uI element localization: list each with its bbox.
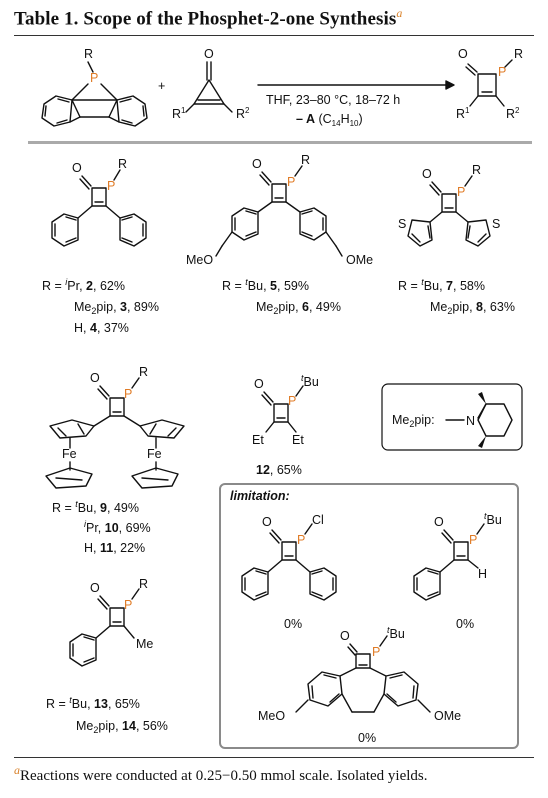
me2pip-legend-box: Me2pip: N bbox=[381, 383, 523, 451]
yield-10: iPr, 10, 69% bbox=[84, 519, 151, 535]
me2pip-label: Me2pip: bbox=[392, 413, 435, 429]
svg-text:S: S bbox=[492, 217, 500, 231]
compound-diethyl: O P tBu Et Et bbox=[252, 373, 319, 447]
svg-text:P: P bbox=[469, 533, 477, 547]
svg-text:O: O bbox=[90, 371, 100, 385]
reagent-r-label: R bbox=[84, 47, 93, 61]
yield-4: H, 4, 37% bbox=[74, 321, 129, 335]
svg-text:MeO: MeO bbox=[186, 253, 213, 267]
svg-text:Fe: Fe bbox=[62, 447, 77, 461]
svg-text:P: P bbox=[287, 175, 295, 189]
svg-text:O: O bbox=[434, 515, 444, 529]
yield-11: H, 11, 22% bbox=[84, 541, 145, 555]
reagent-cyclopropenone: O R1 R2 bbox=[172, 47, 250, 121]
svg-text:P: P bbox=[457, 185, 465, 199]
compound-thienyl: O P R S S bbox=[398, 163, 500, 247]
svg-text:H: H bbox=[478, 567, 487, 581]
svg-text:R2: R2 bbox=[236, 106, 250, 121]
limitation-box: limitation: O P Cl O P tBu H 0% 0% O P bbox=[219, 483, 519, 749]
plus-sign: + bbox=[158, 79, 165, 93]
svg-text:P: P bbox=[372, 645, 380, 659]
svg-text:tBu: tBu bbox=[301, 373, 319, 389]
svg-text:O: O bbox=[340, 629, 350, 643]
svg-text:O: O bbox=[262, 515, 272, 529]
svg-text:O: O bbox=[90, 581, 100, 595]
svg-text:P: P bbox=[288, 394, 296, 408]
svg-text:tBu: tBu bbox=[484, 511, 502, 527]
svg-text:P: P bbox=[124, 387, 132, 401]
limitation-yield-3: 0% bbox=[358, 731, 376, 745]
limitation-yield-2: 0% bbox=[456, 617, 474, 631]
svg-text:Me: Me bbox=[136, 637, 153, 651]
reagent-anthracene-phosphinidene: R P bbox=[41, 47, 148, 127]
compound-diphenyl: O P R bbox=[51, 157, 147, 247]
limitation-label: limitation: bbox=[230, 489, 290, 503]
svg-text:N: N bbox=[466, 414, 475, 428]
svg-text:P: P bbox=[297, 533, 305, 547]
svg-text:P: P bbox=[107, 179, 115, 193]
svg-text:P: P bbox=[90, 71, 98, 85]
svg-text:O: O bbox=[252, 157, 262, 171]
compound-anisyl: O P R MeO OMe bbox=[186, 153, 373, 267]
svg-text:S: S bbox=[398, 217, 406, 231]
svg-text:O: O bbox=[72, 161, 82, 175]
footnote-rule bbox=[14, 757, 534, 758]
svg-text:Et: Et bbox=[252, 433, 264, 447]
svg-text:O: O bbox=[204, 47, 214, 61]
svg-text:Et: Et bbox=[292, 433, 304, 447]
svg-text:R2: R2 bbox=[506, 106, 520, 121]
svg-text:R: R bbox=[301, 153, 310, 167]
svg-text:P: P bbox=[498, 65, 506, 79]
compound-phenyl-methyl: O P R Me bbox=[69, 577, 153, 667]
yield-5: R = tBu, 5, 59% bbox=[222, 277, 309, 293]
compound-ferrocenyl: O P R Fe Fe bbox=[45, 365, 185, 489]
svg-text:R1: R1 bbox=[456, 106, 470, 121]
yield-6: Me2pip, 6, 49% bbox=[256, 300, 341, 316]
svg-text:Fe: Fe bbox=[147, 447, 162, 461]
conditions-line2: – A (C14H10) bbox=[296, 112, 363, 128]
product-phosphetone: O P R R1 R2 bbox=[456, 47, 523, 121]
svg-text:OMe: OMe bbox=[346, 253, 373, 267]
svg-text:O: O bbox=[458, 47, 468, 61]
svg-text:R: R bbox=[139, 365, 148, 379]
yield-3: Me2pip, 3, 89% bbox=[74, 300, 159, 316]
yield-12: 12, 65% bbox=[256, 463, 302, 477]
yield-8: Me2pip, 8, 63% bbox=[430, 300, 515, 316]
conditions-line1: THF, 23–80 °C, 18–72 h bbox=[266, 93, 400, 107]
reaction-arrow: THF, 23–80 °C, 18–72 h – A (C14H10) bbox=[257, 80, 455, 128]
svg-text:P: P bbox=[124, 598, 132, 612]
table-title: Table 1. Scope of the Phosphet-2-one Syn… bbox=[14, 6, 403, 30]
svg-text:R: R bbox=[139, 577, 148, 591]
svg-text:MeO: MeO bbox=[258, 709, 285, 723]
top-rule bbox=[14, 35, 534, 36]
svg-text:Cl: Cl bbox=[312, 513, 324, 527]
footnote: aReactions were conducted at 0.25−0.50 m… bbox=[14, 763, 428, 784]
yield-9: R = tBu, 9, 49% bbox=[52, 499, 139, 515]
svg-text:O: O bbox=[254, 377, 264, 391]
svg-text:R1: R1 bbox=[172, 106, 186, 121]
yield-7: R = tBu, 7, 58% bbox=[398, 277, 485, 293]
scheme-divider bbox=[28, 141, 532, 144]
svg-text:R: R bbox=[472, 163, 481, 177]
svg-text:tBu: tBu bbox=[387, 625, 405, 641]
yield-14: Me2pip, 14, 56% bbox=[76, 719, 168, 735]
yield-2: R = iPr, 2, 62% bbox=[42, 277, 125, 293]
svg-text:R: R bbox=[118, 157, 127, 171]
svg-text:R: R bbox=[514, 47, 523, 61]
svg-text:OMe: OMe bbox=[434, 709, 461, 723]
yield-13: R = tBu, 13, 65% bbox=[46, 695, 140, 711]
svg-text:O: O bbox=[422, 167, 432, 181]
limitation-yield-1: 0% bbox=[284, 617, 302, 631]
